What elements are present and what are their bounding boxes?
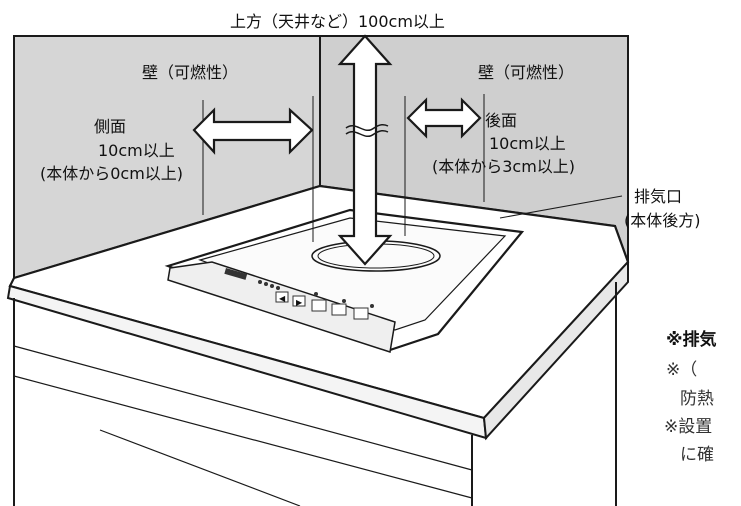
wall-right-label: 壁（可燃性） [478, 63, 574, 82]
side-title-label: 側面 [94, 117, 126, 136]
rear-title-label: 後面 [485, 111, 517, 130]
rear-note-label: (本体から3cm以上) [432, 157, 575, 176]
cabinet-door-line-2 [13, 375, 473, 499]
cabinet-door-line-3 [99, 429, 301, 506]
svg-text:▶: ▶ [296, 298, 303, 307]
exhaust-label: 排気口 [634, 187, 682, 206]
exhaust-leader-line [499, 195, 623, 219]
counter-side-edge [482, 259, 629, 441]
side-arrow [192, 107, 314, 155]
side-note-label: (本体から0cm以上) [40, 164, 183, 183]
ih-cooker: ◀ ▶ [164, 208, 525, 353]
rear-dist-label: 10cm以上 [489, 134, 566, 153]
up-arrow [337, 34, 393, 266]
side-note-title: ※排気 [666, 330, 717, 350]
side-note-line-2: 防熱 [680, 389, 714, 409]
side-note-line-1: ※（ [666, 360, 698, 380]
control-buttons: ◀ ▶ [258, 280, 374, 320]
svg-text:◀: ◀ [279, 294, 286, 303]
brand-logo [224, 268, 248, 280]
exhaust-note-label: (本体後方) [624, 211, 701, 230]
side-note-line-3: ※設置 [664, 417, 713, 437]
control-panel [167, 261, 396, 353]
wall-left-label: 壁（可燃性） [142, 63, 238, 82]
rear-arrow [406, 97, 482, 139]
side-note-line-4: に確 [680, 445, 714, 465]
top-label: 上方（天井など）100cm以上 [230, 12, 445, 31]
side-dist-label: 10cm以上 [98, 141, 175, 160]
cabinet-door-line-1 [13, 345, 473, 471]
